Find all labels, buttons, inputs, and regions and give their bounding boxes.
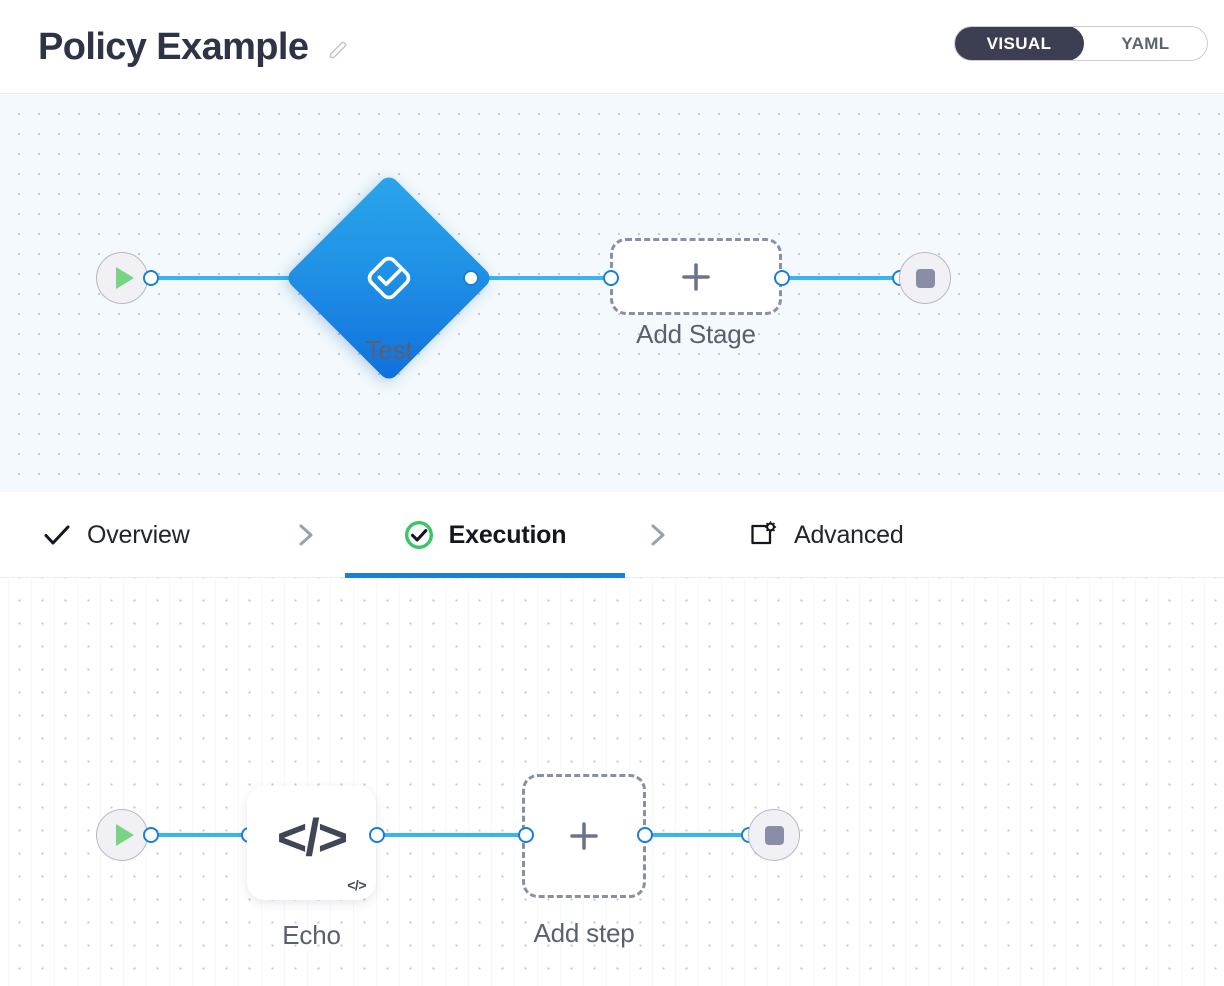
chevron-right-icon	[651, 524, 665, 546]
mode-toggle[interactable]: VISUAL YAML	[954, 26, 1208, 61]
code-icon: </>	[276, 809, 348, 868]
pipeline-canvas[interactable]: Test Add Stage	[0, 95, 1224, 492]
port-addstage-in[interactable]	[603, 270, 619, 286]
tab-execution-label: Execution	[448, 520, 567, 549]
add-step-button[interactable]	[522, 774, 646, 898]
edge-test-to-addstage	[470, 276, 618, 280]
port-start-out[interactable]	[143, 270, 159, 286]
port-addstep-out[interactable]	[637, 827, 653, 843]
stop-icon	[764, 825, 784, 845]
plus-icon	[682, 262, 710, 291]
execution-end-node[interactable]	[748, 809, 800, 861]
tab-advanced-label: Advanced	[794, 520, 904, 549]
port-test-out[interactable]	[463, 270, 479, 286]
edge-addstage-to-end	[780, 276, 902, 280]
chevron-right-icon	[299, 524, 313, 546]
step-label-echo: Echo	[282, 920, 341, 950]
add-stage-label: Add Stage	[636, 319, 756, 349]
edge-start-to-test	[156, 276, 314, 280]
tab-overview-label: Overview	[87, 520, 190, 549]
tab-overview[interactable]: Overview	[40, 492, 192, 578]
play-icon	[115, 267, 134, 289]
edit-pencil-icon[interactable]	[326, 38, 350, 62]
page-title: Policy Example	[38, 26, 309, 68]
tab-advanced[interactable]: Advanced	[745, 492, 906, 578]
port-echo-out[interactable]	[369, 827, 385, 843]
tab-separator-1	[296, 492, 318, 578]
tab-active-underline	[345, 573, 625, 578]
header-bar: Policy Example VISUAL YAML	[0, 0, 1224, 94]
tab-separator-2	[648, 492, 670, 578]
edge-addstep-to-end	[644, 833, 754, 837]
tab-execution[interactable]: Execution	[345, 492, 625, 578]
port-addstage-out[interactable]	[774, 270, 790, 286]
edge-echo-to-addstep	[376, 833, 528, 837]
port-exec-start-out[interactable]	[143, 827, 159, 843]
step-node-echo[interactable]: </> </>	[247, 786, 376, 900]
play-icon	[115, 824, 134, 846]
add-step-label: Add step	[533, 918, 635, 948]
stage-tab-bar: Overview Execution	[0, 492, 1224, 578]
port-addstep-in[interactable]	[518, 827, 534, 843]
execution-start-node[interactable]	[96, 809, 148, 861]
box-gear-icon	[751, 521, 777, 545]
check-icon	[44, 525, 70, 545]
stage-label-test: Test	[365, 335, 413, 365]
title-group: Policy Example	[38, 22, 350, 72]
plus-icon	[570, 822, 598, 850]
mode-toggle-visual[interactable]: VISUAL	[955, 27, 1084, 60]
execution-canvas[interactable]: </> </> Echo Add step	[0, 578, 1224, 986]
stage-node-test[interactable]	[284, 173, 494, 383]
mode-toggle-yaml[interactable]: YAML	[1084, 27, 1207, 60]
code-badge-icon: </>	[347, 877, 366, 893]
pipeline-end-node[interactable]	[899, 252, 951, 304]
pipeline-start-node[interactable]	[96, 252, 148, 304]
edge-start-to-echo	[156, 833, 254, 837]
check-circle-green-icon	[404, 520, 433, 550]
add-stage-button[interactable]	[610, 238, 782, 315]
stop-icon	[915, 268, 935, 288]
stage-check-icon	[367, 256, 411, 300]
